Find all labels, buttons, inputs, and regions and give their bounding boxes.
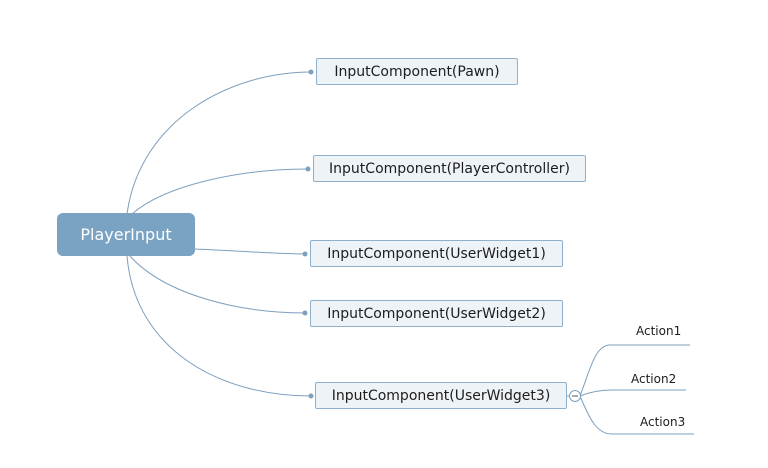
edge-action2 <box>579 389 686 397</box>
node-label: InputComponent(UserWidget1) <box>327 245 546 262</box>
edge-action3 <box>579 395 694 435</box>
root-node-playerinput[interactable]: PlayerInput <box>57 213 195 256</box>
node-label: InputComponent(UserWidget2) <box>327 305 546 322</box>
node-label: InputComponent(PlayerController) <box>329 160 570 177</box>
node-inputcomponent-userwidget2[interactable]: InputComponent(UserWidget2) <box>310 300 563 327</box>
edge-root-pawn <box>126 71 312 215</box>
connector-dot <box>308 393 314 399</box>
node-inputcomponent-pawn[interactable]: InputComponent(Pawn) <box>316 58 518 85</box>
connector-dot <box>302 310 308 316</box>
collapse-toggle[interactable] <box>569 390 581 402</box>
edge-action1 <box>579 344 690 397</box>
node-label: InputComponent(Pawn) <box>334 63 500 80</box>
node-inputcomponent-userwidget1[interactable]: InputComponent(UserWidget1) <box>310 240 563 267</box>
root-node-label: PlayerInput <box>80 225 172 244</box>
edge-root-playercontroller <box>131 168 309 215</box>
edge-root-userwidget3 <box>126 255 312 397</box>
leaf-action3[interactable]: Action3 <box>640 415 686 429</box>
edge-root-userwidget1 <box>194 248 306 255</box>
connector-dot <box>305 166 311 172</box>
leaf-action1[interactable]: Action1 <box>636 324 682 338</box>
node-label: InputComponent(UserWidget3) <box>331 387 551 404</box>
connector-dot <box>308 69 314 75</box>
edge-root-userwidget2 <box>129 255 306 314</box>
node-inputcomponent-playercontroller[interactable]: InputComponent(PlayerController) <box>313 155 586 182</box>
leaf-action2[interactable]: Action2 <box>631 372 677 386</box>
connector-dot <box>302 251 308 257</box>
node-inputcomponent-userwidget3[interactable]: InputComponent(UserWidget3) <box>315 382 567 409</box>
